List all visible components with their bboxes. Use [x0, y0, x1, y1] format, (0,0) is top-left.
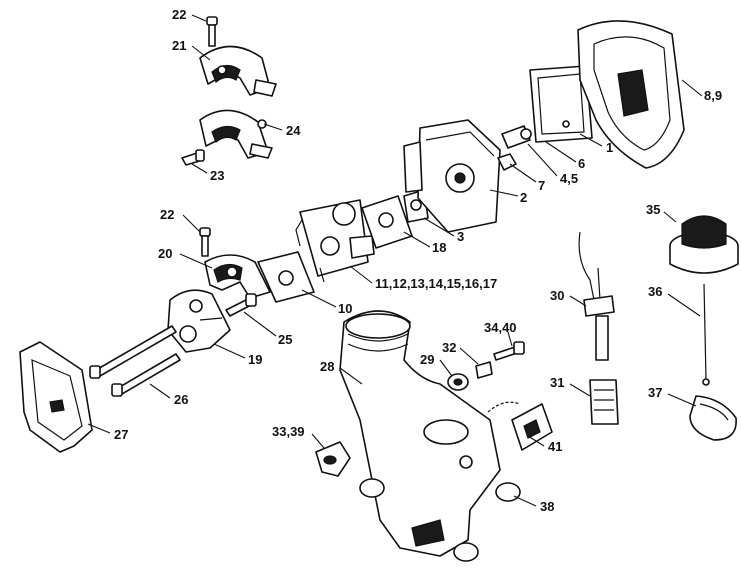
- callout-34-40: 34,40: [484, 320, 517, 335]
- carburetor-11-17: [295, 199, 375, 283]
- gasket-10: [257, 251, 315, 303]
- callout-3: 3: [457, 229, 464, 244]
- callout-32: 32: [442, 340, 456, 355]
- callout-31: 31: [550, 375, 564, 390]
- tank-cap-35: [669, 215, 739, 274]
- foot-38: [495, 482, 521, 502]
- bumper-33-39: [315, 441, 351, 477]
- grommet-29: [447, 373, 469, 391]
- heat-shield-27: [19, 341, 93, 453]
- filter-element-6: [529, 65, 593, 143]
- callout-21: 21: [172, 38, 186, 53]
- callout-7: 7: [538, 178, 545, 193]
- callout-41: 41: [548, 439, 562, 454]
- fuel-line-30: [578, 231, 615, 361]
- tank-housing-28: [339, 310, 501, 557]
- bracket-20: [204, 254, 271, 299]
- nut-7: [497, 153, 517, 171]
- bracket-lower-24: [199, 109, 273, 159]
- callout-33-39: 33,39: [272, 424, 305, 439]
- callout-6: 6: [578, 156, 585, 171]
- callout-37: 37: [648, 385, 662, 400]
- long-bolt-26: [111, 353, 181, 397]
- callout-20: 20: [158, 246, 172, 261]
- screw-22-mid: [199, 227, 211, 257]
- callout-26: 26: [174, 392, 188, 407]
- screw-22-top: [206, 16, 218, 47]
- retainer-36: [702, 283, 710, 386]
- callout-2: 2: [520, 190, 527, 205]
- callout-labels: 22 21 24 23 22 20 25 19 26 27 10 11,12,1…: [114, 7, 722, 514]
- fuel-filter-31: [589, 379, 619, 425]
- strap-37: [689, 395, 737, 441]
- callout-24: 24: [286, 123, 301, 138]
- foot-left: [359, 478, 385, 498]
- callout-18: 18: [432, 240, 446, 255]
- callout-19: 19: [248, 352, 262, 367]
- long-bolt-top: [89, 325, 177, 379]
- callout-23: 23: [210, 168, 224, 183]
- callout-1: 1: [606, 140, 613, 155]
- screw-23: [181, 149, 205, 166]
- callout-28: 28: [320, 359, 334, 374]
- bolt-25: [225, 293, 257, 317]
- foot-bottom: [453, 542, 479, 562]
- bracket-19: [167, 289, 231, 353]
- callout-29: 29: [420, 352, 434, 367]
- bracket-21: [199, 45, 277, 97]
- callout-25: 25: [278, 332, 292, 347]
- label-41: [487, 401, 553, 451]
- callout-8-9: 8,9: [704, 88, 722, 103]
- callout-22-top: 22: [172, 7, 186, 22]
- filter-cover-8-9: [577, 20, 685, 169]
- callout-10: 10: [338, 301, 352, 316]
- leader-lines: [87, 14, 703, 507]
- callout-38: 38: [540, 499, 554, 514]
- callout-30: 30: [550, 288, 564, 303]
- plug-32: [475, 361, 493, 379]
- callout-4-5: 4,5: [560, 171, 578, 186]
- callout-35: 35: [646, 202, 660, 217]
- choke-lever-4-5: [501, 125, 532, 149]
- callout-11-17: 11,12,13,14,15,16,17: [375, 276, 497, 291]
- screw-34-40: [493, 341, 525, 361]
- filter-base-2: [403, 119, 501, 233]
- callout-27: 27: [114, 427, 128, 442]
- callout-36: 36: [648, 284, 662, 299]
- callout-22-mid: 22: [160, 207, 174, 222]
